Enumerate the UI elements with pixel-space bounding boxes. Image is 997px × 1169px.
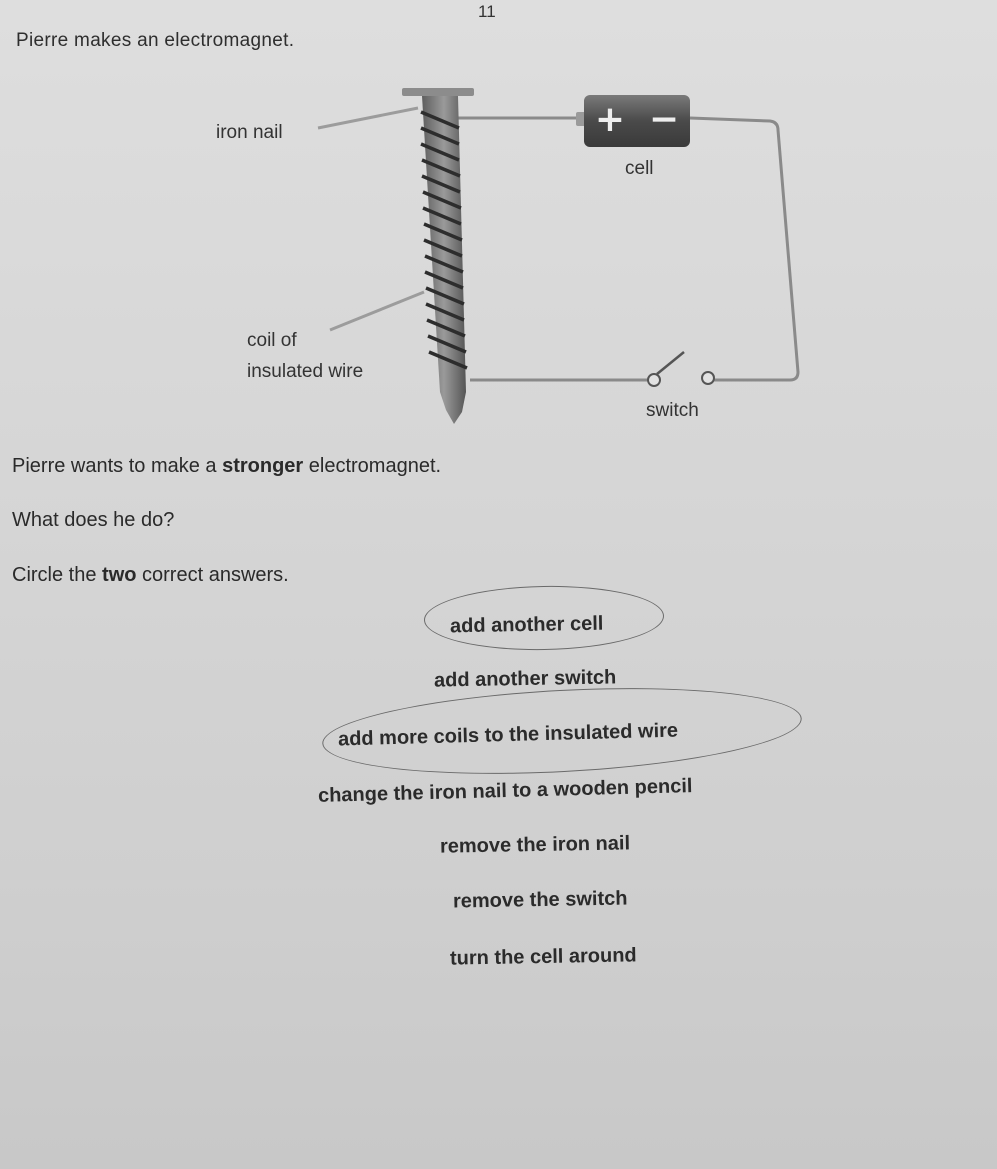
nail-head [402,88,474,96]
question-line-1-pre: Pierre wants to make a [12,455,223,477]
cell-minus-symbol: − [649,99,679,140]
question-line-3-pre: Circle the [12,564,103,586]
question-line-1-bold: stronger [222,455,304,477]
switch-contact-left [647,373,661,387]
circuit-wire [452,116,800,382]
intro-text: Pierre makes an electromagnet. [16,30,295,51]
switch-lever [656,351,685,375]
iron-nail-shaft [422,96,466,424]
question-line-2: What does he do? [12,509,175,531]
question-line-3-post: correct answers. [136,564,289,586]
electromagnet-diagram: + − iron nail cell coil of insulated wir… [216,88,800,424]
option-add-another-switch[interactable]: add another switch [433,666,617,692]
coil-leader [329,290,425,332]
option-remove-iron-nail[interactable]: remove the iron nail [439,832,631,858]
option-change-nail-to-pencil[interactable]: change the iron nail to a wooden pencil [317,775,693,807]
page-number: 11 [478,2,496,21]
option-turn-cell-around[interactable]: turn the cell around [449,944,637,970]
option-remove-switch[interactable]: remove the switch [452,887,628,913]
coil-label-line1: coil of [247,330,297,351]
cell-body [584,95,690,147]
cell-terminal [576,112,586,126]
option-add-another-cell[interactable]: add another cell [449,612,604,638]
switch-contact-right [701,371,715,385]
iron-nail-leader [317,106,419,130]
iron-nail-label: iron nail [216,122,283,143]
coil-label-line2: insulated wire [247,361,363,382]
question-line-3: Circle the two correct answers. [12,564,289,587]
question-line-1: Pierre wants to make a stronger electrom… [12,455,441,478]
question-line-3-bold: two [102,564,137,586]
question-line-1-post: electromagnet. [303,455,442,477]
switch-label: switch [646,400,699,421]
cell-label: cell [625,158,654,179]
option-add-more-coils[interactable]: add more coils to the insulated wire [337,719,679,751]
cell-plus-symbol: + [595,99,625,140]
coil-windings [420,110,468,370]
